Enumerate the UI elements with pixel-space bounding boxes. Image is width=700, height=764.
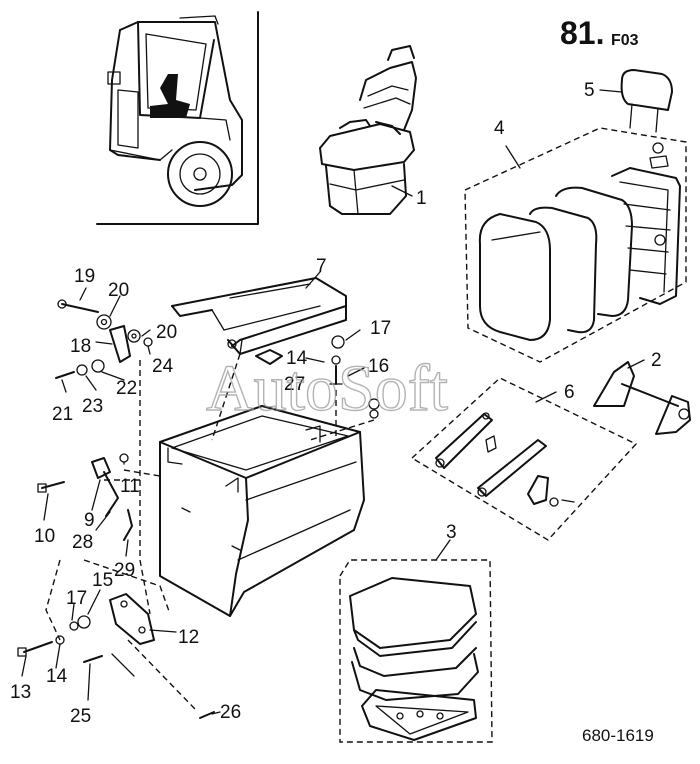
callout-11: 11 xyxy=(120,476,140,497)
callout-7: 7 xyxy=(316,256,327,277)
callout-16: 16 xyxy=(368,356,389,377)
callout-13: 13 xyxy=(10,682,31,703)
callout-6: 6 xyxy=(564,382,575,403)
hardware-parts xyxy=(17,299,380,719)
callout-14-upper: 14 xyxy=(286,348,308,369)
callout-5: 5 xyxy=(584,80,595,101)
callout-29: 29 xyxy=(114,560,135,581)
callout-21: 21 xyxy=(52,404,73,425)
drawing-reference: 680-1619 xyxy=(582,726,654,745)
callout-12: 12 xyxy=(178,627,199,648)
callout-17-lower: 17 xyxy=(66,588,87,609)
leader-lines xyxy=(21,89,645,715)
callout-10: 10 xyxy=(34,526,55,547)
callout-4: 4 xyxy=(494,118,505,139)
truck-cab-inset xyxy=(96,11,259,225)
callout-25: 25 xyxy=(70,706,91,727)
callout-20-upper: 20 xyxy=(108,280,129,301)
callout-22: 22 xyxy=(116,378,137,399)
callout-3: 3 xyxy=(446,522,457,543)
callout-labels: 1 2 3 4 5 6 7 9 10 11 12 13 14 14 15 16 … xyxy=(10,80,662,727)
page-section: F03 xyxy=(611,32,639,49)
callout-9: 9 xyxy=(84,510,95,531)
callout-23: 23 xyxy=(82,396,103,417)
callout-24: 24 xyxy=(152,356,174,377)
callout-26: 26 xyxy=(220,702,241,723)
seat-base-box xyxy=(159,405,365,617)
bracket-2 xyxy=(593,361,691,435)
seat-assembly-1 xyxy=(319,45,417,215)
callout-14-lower: 14 xyxy=(46,666,68,687)
callout-19: 19 xyxy=(74,266,95,287)
callout-27: 27 xyxy=(284,374,305,395)
assembly-lines xyxy=(45,353,375,711)
headrest-5 xyxy=(620,69,673,133)
adjuster-kit-6 xyxy=(410,377,638,541)
callout-2: 2 xyxy=(651,350,662,371)
cushion-group-3 xyxy=(339,559,493,743)
callout-18: 18 xyxy=(70,336,91,357)
watermark-text: AutoSoft xyxy=(206,352,448,425)
page-number: 81. xyxy=(560,15,604,51)
callout-17-upper: 17 xyxy=(370,318,391,339)
callout-28: 28 xyxy=(72,532,93,553)
callout-1: 1 xyxy=(416,188,427,209)
seat-frame-7 xyxy=(171,277,347,355)
backrest-group-4 xyxy=(464,127,687,363)
callout-20-lower: 20 xyxy=(156,322,177,343)
callout-15: 15 xyxy=(92,570,113,591)
